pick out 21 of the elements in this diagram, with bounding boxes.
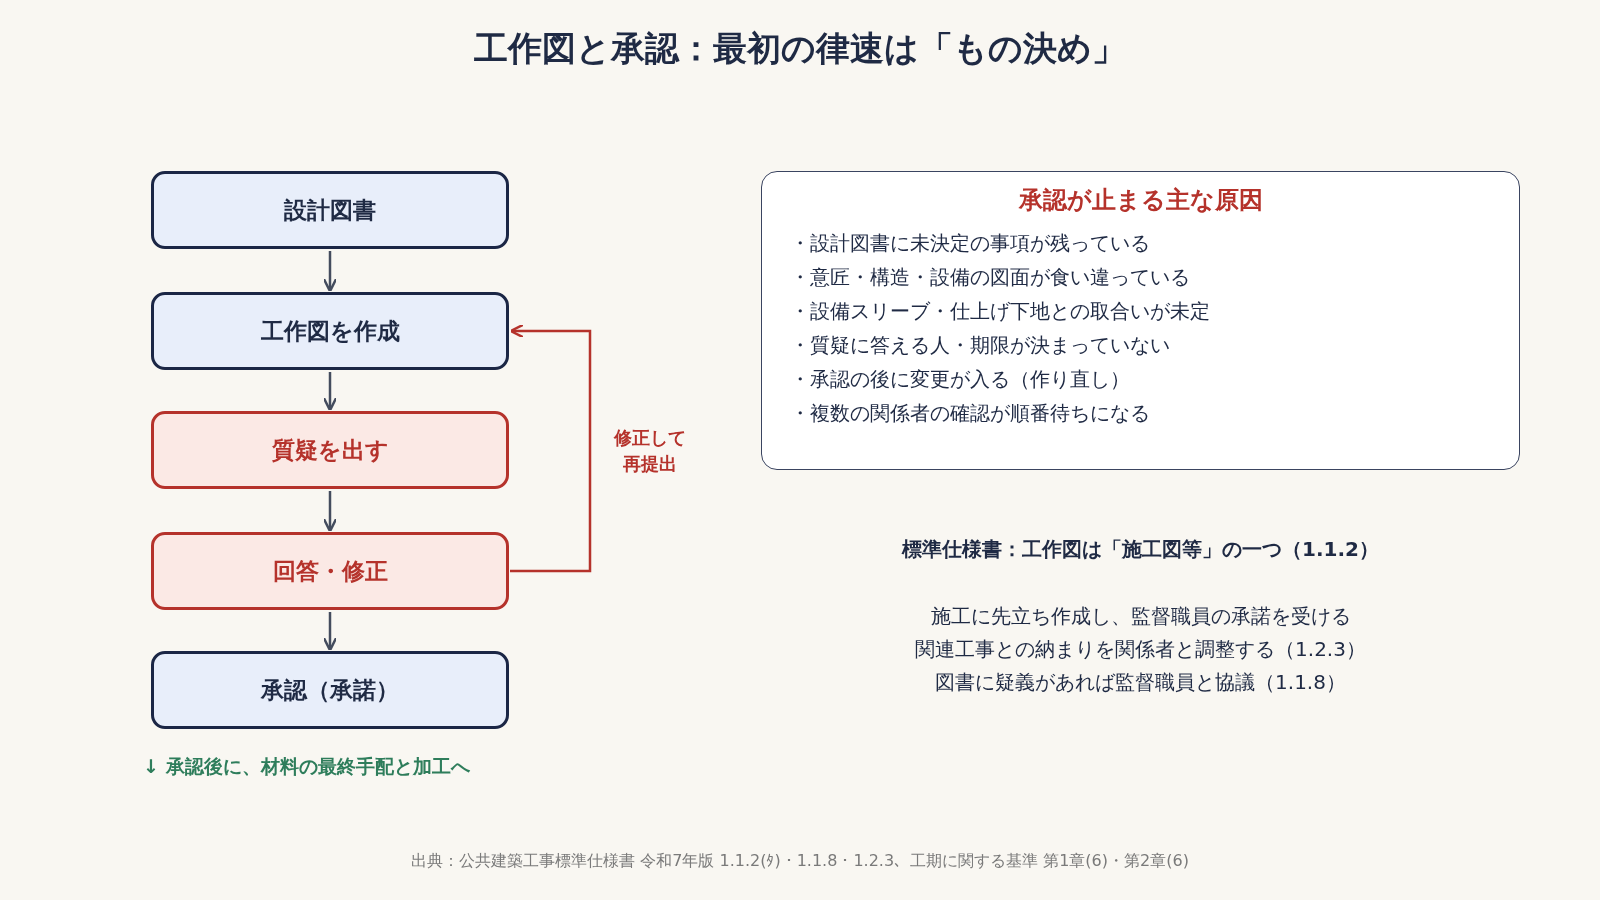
process-box: 承認（承諾） <box>151 651 509 729</box>
bullet-item: ・複数の関係者の確認が順番待ちになる <box>790 400 1150 427</box>
section-heading: 標準仕様書：工作図は「施工図等」の一つ（1.1.2） <box>900 536 1380 563</box>
bullet-item: ・承認の後に変更が入る（作り直し） <box>790 366 1130 393</box>
body-text: 施工に先立ち作成し、監督職員の承諾を受ける <box>929 603 1352 630</box>
process-box: 回答・修正 <box>151 532 509 610</box>
process-box: 工作図を作成 <box>151 292 509 370</box>
edge-label: 修正して再提出 <box>612 426 687 476</box>
note-text: ↓ 承認後に、材料の最終手配と加工へ <box>143 754 470 779</box>
title: 工作図と承認：最初の律速は「もの決め」 <box>473 27 1127 70</box>
bullet-item: ・質疑に答える人・期限が決まっていない <box>790 332 1170 359</box>
process-box: 設計図書 <box>151 171 509 249</box>
source-note: 出典：公共建築工事標準仕様書 令和7年版 1.1.2(ﾀ)・1.1.8・1.2.3、工期に関する基準 第1章(6)・第2章(6) <box>410 851 1190 872</box>
body-text: 図書に疑義があれば監督職員と協議（1.1.8） <box>934 669 1347 696</box>
process-box: 質疑を出す <box>151 411 509 489</box>
info-panel <box>761 171 1520 470</box>
panel-heading: 承認が止まる主な原因 <box>1017 185 1264 216</box>
bullet-item: ・設計図書に未決定の事項が残っている <box>790 230 1150 257</box>
bullet-item: ・設備スリーブ・仕上げ下地との取合いが未定 <box>790 298 1210 325</box>
bullet-item: ・意匠・構造・設備の図面が食い違っている <box>790 264 1190 291</box>
body-text: 関連工事との納まりを関係者と調整する（1.2.3） <box>914 636 1367 663</box>
